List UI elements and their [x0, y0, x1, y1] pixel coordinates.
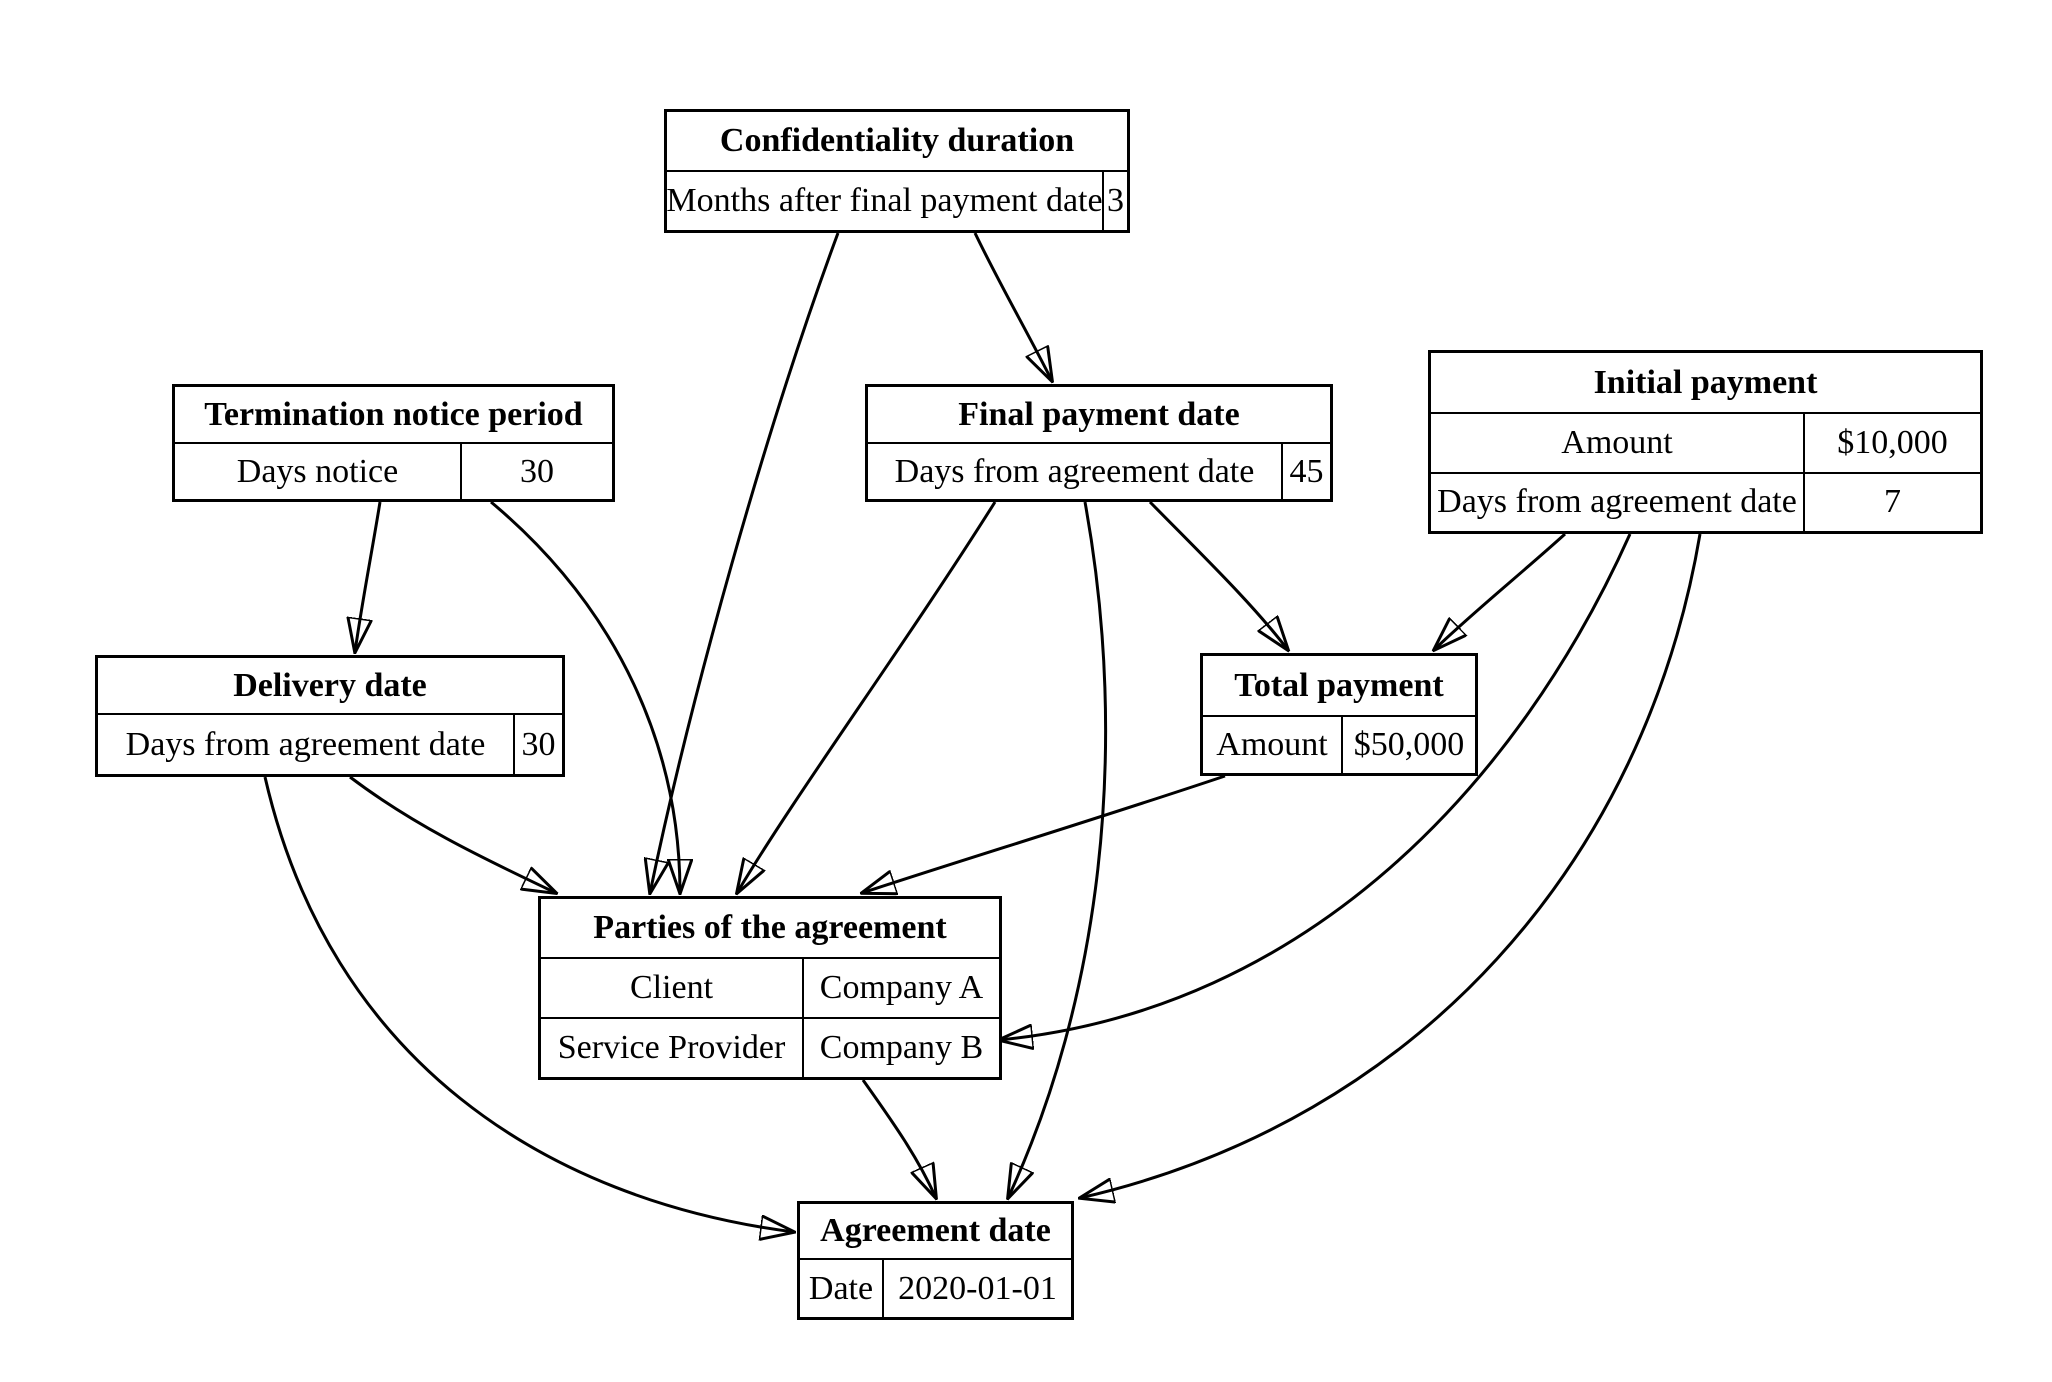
- node-final-payment-date: Final payment date Days from agreement d…: [865, 384, 1333, 502]
- edge-parties-of-the-agreement-to-agreement-date: [861, 1079, 936, 1198]
- node-confidentiality-duration: Confidentiality duration Months after fi…: [664, 109, 1130, 233]
- edge-delivery-date-to-parties-of-the-agreement: [349, 775, 556, 893]
- edge-delivery-date-to-agreement-date: [263, 776, 794, 1232]
- edge-termination-notice-period-to-parties-of-the-agreement: [490, 500, 680, 893]
- edge-initial-payment-to-parties-of-the-agreement: [999, 533, 1632, 1040]
- table-row: Days from agreement date 45: [868, 442, 1330, 499]
- edge-total-payment-to-parties-of-the-agreement: [862, 774, 1226, 893]
- row-value: 45: [1281, 444, 1330, 499]
- row-label: Amount: [1561, 423, 1673, 461]
- row-value: 3: [1102, 172, 1127, 230]
- edge-initial-payment-to-agreement-date: [1080, 533, 1702, 1198]
- node-title: Delivery date: [233, 666, 427, 704]
- node-title: Agreement date: [820, 1212, 1051, 1249]
- row-label: Amount: [1216, 726, 1328, 763]
- row-value: Company A: [802, 959, 999, 1017]
- node-termination-notice-period: Termination notice period Days notice 30: [172, 384, 615, 502]
- node-title: Confidentiality duration: [719, 122, 1075, 159]
- node-agreement-date: Agreement date Date 2020-01-01: [797, 1201, 1074, 1320]
- row-label: Client: [629, 969, 714, 1006]
- row-label: Days from agreement date: [125, 725, 486, 763]
- table-row: Days notice 30: [175, 442, 612, 499]
- node-title: Initial payment: [1593, 363, 1818, 401]
- row-label: Date: [808, 1269, 874, 1307]
- row-value: 30: [460, 444, 612, 499]
- node-initial-payment: Initial payment Amount $10,000 Days from…: [1428, 350, 1983, 534]
- row-value: $10,000: [1803, 414, 1980, 472]
- edge-final-payment-date-to-agreement-date: [1008, 501, 1108, 1198]
- edge-initial-payment-to-total-payment: [1434, 532, 1567, 650]
- edge-termination-notice-period-to-delivery-date: [355, 501, 382, 652]
- table-row: Days from agreement date 7: [1431, 471, 1980, 531]
- row-value: Company B: [802, 1019, 999, 1077]
- edge-final-payment-date-to-parties-of-the-agreement: [737, 501, 997, 893]
- row-value: 30: [513, 715, 562, 774]
- row-label: Days notice: [236, 452, 399, 490]
- row-label: Days from agreement date: [894, 452, 1255, 490]
- row-label: Months after final payment date: [666, 182, 1103, 219]
- node-title: Final payment date: [958, 395, 1240, 433]
- row-label: Days from agreement date: [1437, 483, 1797, 521]
- table-row: Days from agreement date 30: [98, 713, 562, 774]
- node-parties-of-the-agreement: Parties of the agreement Client Company …: [538, 896, 1002, 1080]
- node-title: Total payment: [1234, 666, 1444, 704]
- node-delivery-date: Delivery date Days from agreement date 3…: [95, 655, 565, 777]
- table-row: Amount $50,000: [1203, 715, 1475, 773]
- row-value: $50,000: [1341, 717, 1475, 773]
- node-title: Parties of the agreement: [593, 909, 947, 946]
- table-row: Service Provider Company B: [541, 1017, 999, 1077]
- node-total-payment: Total payment Amount $50,000: [1200, 653, 1478, 776]
- edge-final-payment-date-to-total-payment: [1148, 500, 1288, 650]
- table-row: Client Company A: [541, 957, 999, 1017]
- row-value: 7: [1803, 473, 1980, 531]
- edge-confidentiality-duration-to-parties-of-the-agreement: [650, 232, 840, 893]
- row-label: Service Provider: [557, 1029, 786, 1066]
- node-title: Termination notice period: [204, 395, 583, 433]
- row-value: 2020-01-01: [882, 1260, 1071, 1317]
- edge-confidentiality-duration-to-final-payment-date: [973, 232, 1052, 381]
- table-row: Amount $10,000: [1431, 412, 1980, 472]
- table-row: Date 2020-01-01: [800, 1258, 1071, 1317]
- table-row: Months after final payment date 3: [666, 170, 1127, 230]
